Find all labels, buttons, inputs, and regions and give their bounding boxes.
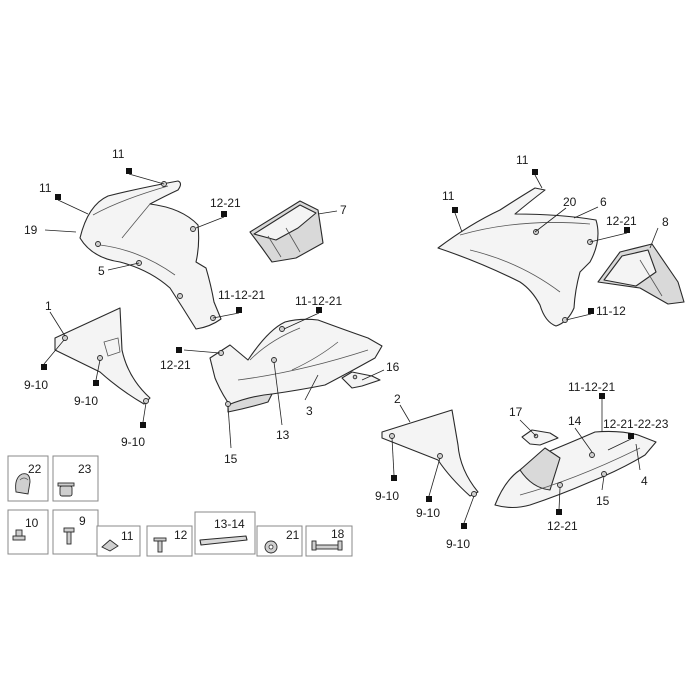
- callout-14: 14: [568, 414, 582, 428]
- part-8-right-air-duct: [597, 243, 685, 305]
- callout-15: 15: [596, 494, 610, 508]
- svg-text:11: 11: [121, 529, 134, 543]
- svg-text:23: 23: [78, 462, 92, 476]
- hardware-legend: 22 23 10 9 11 12: [7, 455, 353, 557]
- hardware-box-23: 23: [52, 455, 99, 502]
- part-4-right-lower-fairing: [494, 430, 657, 509]
- svg-text:9: 9: [79, 514, 86, 528]
- callout-3: 3: [306, 404, 313, 418]
- part-6-right-fairing: [437, 187, 599, 327]
- callout-12-21: 12-21: [547, 519, 578, 533]
- callout-8: 8: [662, 215, 669, 229]
- callout-11: 11: [112, 147, 125, 161]
- callout-11: 11: [39, 181, 52, 195]
- callout-12-21: 12-21: [210, 196, 241, 210]
- callout-11: 11: [516, 153, 529, 167]
- callout-7: 7: [340, 203, 347, 217]
- hardware-box-10: 10: [7, 509, 49, 555]
- hardware-box-11: 11: [96, 525, 141, 557]
- callout-12-21: 12-21: [160, 358, 191, 372]
- callout-11-12: 11-12: [596, 304, 626, 318]
- callout-15: 15: [224, 452, 238, 466]
- hardware-box-18: 18: [305, 525, 353, 557]
- hardware-box-9: 9: [52, 509, 99, 555]
- hardware-box-21: 21: [256, 525, 303, 557]
- svg-text:12: 12: [174, 528, 188, 542]
- callout-19: 19: [24, 223, 38, 237]
- svg-text:13-14: 13-14: [214, 517, 245, 531]
- callout-12-21-22-23: 12-21-22-23: [603, 417, 669, 431]
- callout-16: 16: [386, 360, 400, 374]
- part-1-left-inner-panel: [54, 307, 151, 405]
- svg-text:18: 18: [331, 527, 345, 541]
- callout-5: 5: [98, 264, 105, 278]
- callout-12-21: 12-21: [606, 214, 637, 228]
- callout-9-10: 9-10: [74, 394, 98, 408]
- callout-9-10: 9-10: [121, 435, 145, 449]
- part-3-left-lower-fairing: [209, 318, 383, 413]
- part-7-left-air-duct: [249, 200, 324, 263]
- callout-11: 11: [442, 189, 455, 203]
- callout-9-10: 9-10: [446, 537, 470, 551]
- callout-4: 4: [641, 474, 648, 488]
- callout-9-10: 9-10: [24, 378, 48, 392]
- callout-9-10: 9-10: [416, 506, 440, 520]
- callout-9-10: 9-10: [375, 489, 399, 503]
- callout-20: 20: [563, 195, 577, 209]
- callout-markers: [41, 168, 634, 529]
- svg-text:21: 21: [286, 528, 300, 542]
- part-17-bracket: [521, 429, 559, 446]
- callout-13: 13: [276, 428, 290, 442]
- callout-11-12-21: 11-12-21: [218, 288, 265, 302]
- svg-text:22: 22: [28, 462, 42, 476]
- callout-2: 2: [394, 392, 401, 406]
- part-5-upper-left-fairing: [79, 180, 222, 330]
- callout-11-12-21: 11-12-21: [295, 294, 342, 308]
- callout-1: 1: [45, 299, 52, 313]
- hardware-box-13-14: 13-14: [194, 511, 256, 555]
- hardware-box-22: 22: [7, 455, 49, 502]
- callout-labels: 11 11 19 5 12-21 11-12-21 7 11 11 20 6 1…: [24, 147, 669, 551]
- callout-17: 17: [509, 405, 523, 419]
- svg-text:10: 10: [25, 516, 39, 530]
- hardware-box-12: 12: [146, 525, 193, 557]
- leader-lines: [43, 173, 659, 524]
- part-2-right-inner-panel: [381, 409, 479, 497]
- callout-11-12-21: 11-12-21: [568, 380, 615, 394]
- callout-6: 6: [600, 195, 607, 209]
